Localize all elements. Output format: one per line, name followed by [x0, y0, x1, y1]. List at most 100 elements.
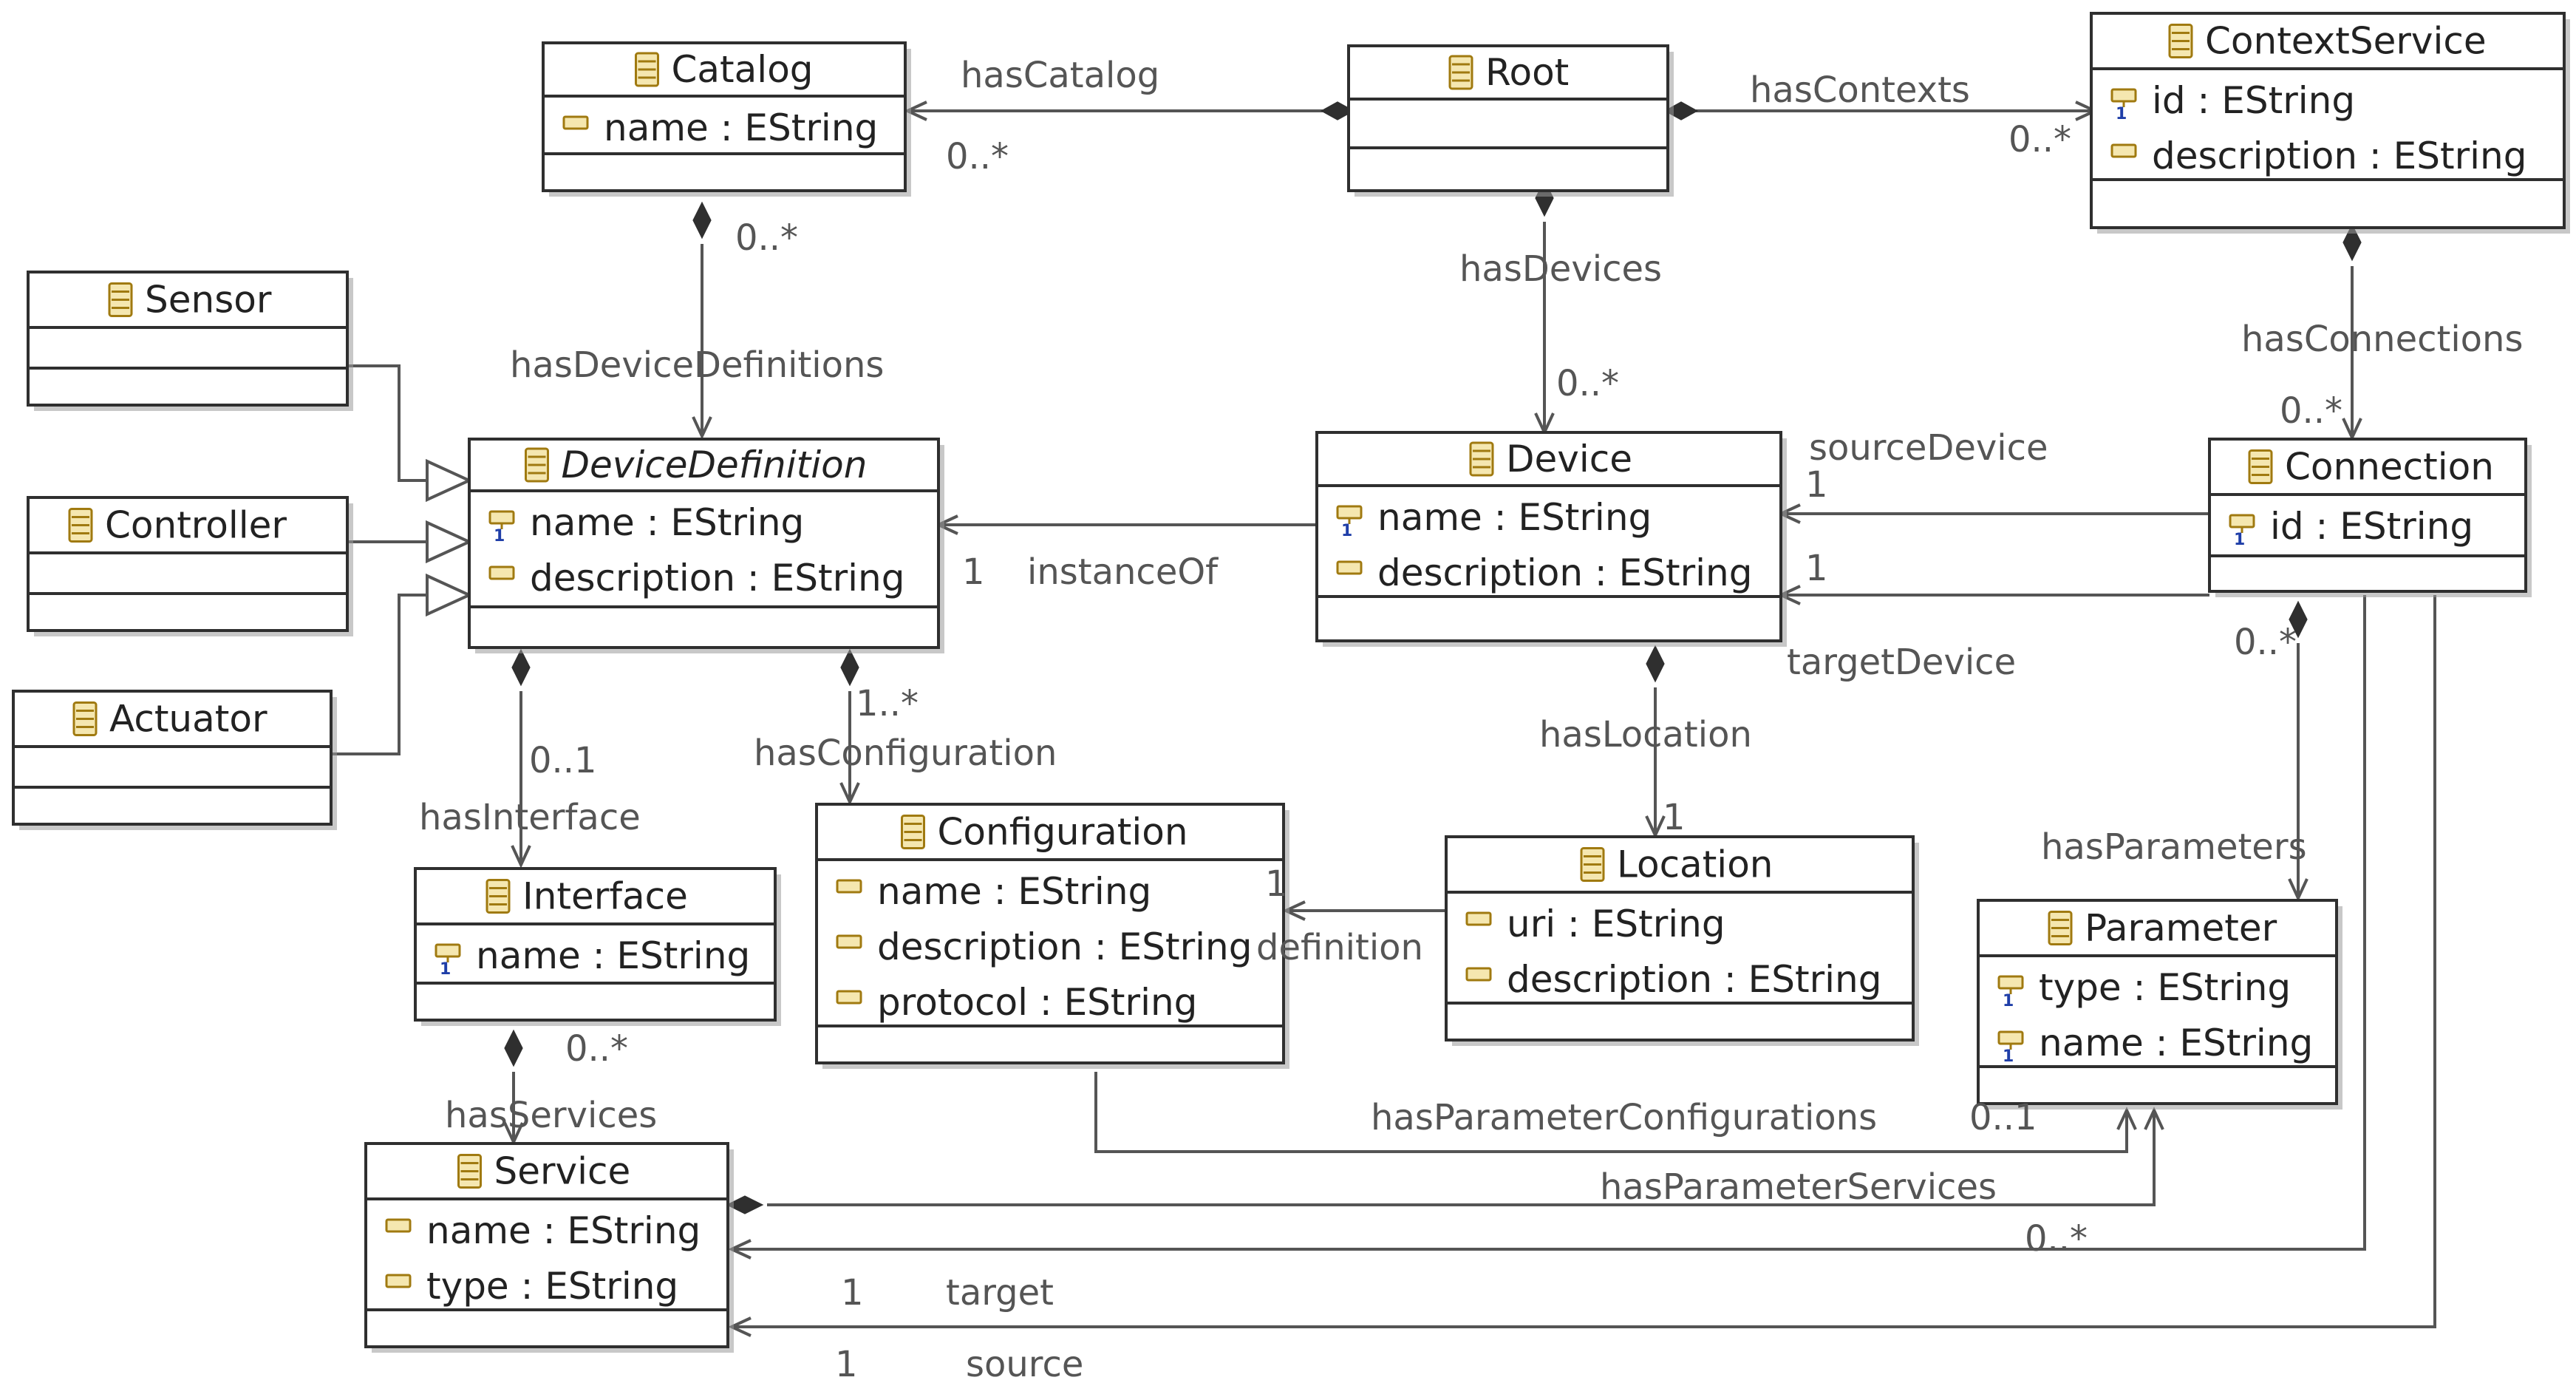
- classes: Catalog name : EString Root ContextServicei…: [12, 12, 2570, 1353]
- label-source: source: [966, 1344, 1083, 1383]
- attribute: id : EString: [2152, 79, 2355, 122]
- label-hasContexts-multiplicity: 0..*: [2008, 119, 2071, 160]
- label-source-multiplicity: 1: [835, 1344, 858, 1383]
- label-hasParameterConfigurations: hasParameterConfigurations: [1371, 1097, 1877, 1138]
- attribute-icon: [2110, 143, 2137, 158]
- class-frame: [1347, 44, 1669, 192]
- edge-sensor-generalization[interactable]: [347, 364, 473, 503]
- label-hasInterface-multiplicity: 0..1: [529, 740, 597, 781]
- edge-instanceOf[interactable]: [935, 514, 1317, 535]
- class-name: Location: [1617, 843, 1773, 886]
- edge-labels: hasCatalog 0..* hasContexts 0..* 0..* ha…: [419, 55, 2523, 1383]
- label-target-multiplicity: 1: [841, 1272, 864, 1314]
- attribute: name : EString: [476, 934, 750, 977]
- label-definition: definition: [1256, 927, 1423, 968]
- label-target-multiplicity-many: 0..*: [2025, 1218, 2088, 1260]
- attribute-icon: [836, 934, 862, 949]
- class-controller[interactable]: Controller: [27, 496, 353, 636]
- class-root[interactable]: Root: [1347, 44, 1674, 197]
- label-hasLocation: hasLocation: [1539, 714, 1752, 755]
- label-targetDevice-multiplicity: 1: [1805, 548, 1828, 589]
- label-targetDevice: targetDevice: [1787, 642, 2016, 683]
- class-connection[interactable]: Connection id : EString: [2208, 438, 2532, 597]
- edge-targetDevice[interactable]: [1777, 585, 2209, 605]
- attribute: protocol : EString: [877, 981, 1197, 1024]
- class-name: DeviceDefinition: [562, 444, 868, 486]
- class-name: Parameter: [2085, 907, 2277, 950]
- label-target: target: [946, 1272, 1054, 1314]
- attribute: name : EString: [604, 106, 878, 149]
- class-frame: [1315, 431, 1782, 642]
- attribute: name : EString: [1377, 496, 1652, 539]
- attribute-icon: [836, 879, 862, 894]
- class-frame: [414, 867, 777, 1022]
- attribute: description : EString: [2152, 135, 2526, 177]
- label-hasDevices-multiplicity: 0..*: [1556, 363, 1619, 404]
- eclass-icon: [68, 508, 93, 543]
- edge-controller-generalization[interactable]: [347, 520, 473, 564]
- eclass-icon: [1469, 441, 1494, 477]
- class-catalog[interactable]: Catalog name : EString: [542, 41, 911, 197]
- edge-hasInterface[interactable]: [511, 648, 531, 869]
- class-name: Root: [1485, 51, 1569, 94]
- class-name: Connection: [2285, 446, 2494, 489]
- class-frame: [542, 41, 907, 192]
- eclass-icon: [2168, 24, 2193, 58]
- class-sensor[interactable]: Sensor: [27, 271, 353, 411]
- label-hasCatalog: hasCatalog: [961, 55, 1159, 96]
- label-hasConfiguration-multiplicity: 1..*: [856, 683, 919, 724]
- label-definition-multiplicity: 1: [1265, 863, 1288, 905]
- label-hasConnections-multiplicity: 0..*: [2280, 390, 2342, 432]
- edge-hasParameters[interactable]: [2288, 600, 2308, 902]
- class-frame: [1445, 835, 1915, 1042]
- attribute: description : EString: [1507, 958, 1881, 1001]
- label-hasParameters: hasParameters: [2041, 826, 2307, 868]
- edge-hasParameterConfigurations[interactable]: [1094, 1072, 2137, 1153]
- eclass-icon: [1448, 55, 1473, 90]
- class-name: Configuration: [938, 811, 1188, 854]
- attribute: name : EString: [530, 501, 804, 544]
- edge-definition[interactable]: [1282, 900, 1446, 921]
- edge-actuator-generalization[interactable]: [331, 573, 473, 755]
- edge-hasDevices[interactable]: [1534, 179, 1555, 436]
- edge-hasCatalog[interactable]: [904, 101, 1355, 121]
- edge-sourceDevice[interactable]: [1777, 503, 2209, 524]
- class-name: Catalog: [672, 48, 814, 91]
- attribute: id : EString: [2270, 505, 2473, 548]
- label-hasLocation-multiplicity: 1: [1663, 797, 1686, 838]
- label-instanceOf-multiplicity: 1: [962, 551, 985, 593]
- label-hasParameterConfigurations-multiplicity: 0..1: [1969, 1097, 2037, 1138]
- edge-hasParameterServices[interactable]: [726, 1107, 2164, 1214]
- attribute: type : EString: [2039, 966, 2291, 1009]
- class-frame: [27, 271, 349, 407]
- class-devicedefinition[interactable]: DeviceDefinition name : EString descriptio…: [468, 438, 944, 653]
- class-frame: [815, 803, 1285, 1064]
- attribute: name : EString: [877, 870, 1151, 913]
- eclass-icon: [2048, 911, 2073, 945]
- label-hasServices: hasServices: [445, 1095, 657, 1136]
- label-hasDeviceDefinitions: hasDeviceDefinitions: [510, 344, 884, 386]
- label-hasParameters-multiplicity: 0..*: [2234, 622, 2297, 663]
- eclass-icon: [1580, 847, 1605, 882]
- label-sourceDevice-multiplicity: 1: [1805, 464, 1828, 506]
- eclass-icon: [901, 815, 925, 849]
- attribute: description : EString: [530, 557, 904, 599]
- attribute-icon: [836, 990, 862, 1005]
- class-name: Sensor: [145, 279, 272, 322]
- attribute-icon: [562, 115, 589, 130]
- attribute-icon: [488, 565, 515, 580]
- edge-hasConfiguration[interactable]: [839, 648, 860, 806]
- class-name: Actuator: [109, 698, 268, 741]
- label-hasConnections: hasConnections: [2241, 319, 2523, 360]
- class-actuator[interactable]: Actuator: [12, 690, 337, 830]
- attribute: type : EString: [426, 1265, 678, 1308]
- edge-hasDeviceDefinitions[interactable]: [692, 201, 712, 440]
